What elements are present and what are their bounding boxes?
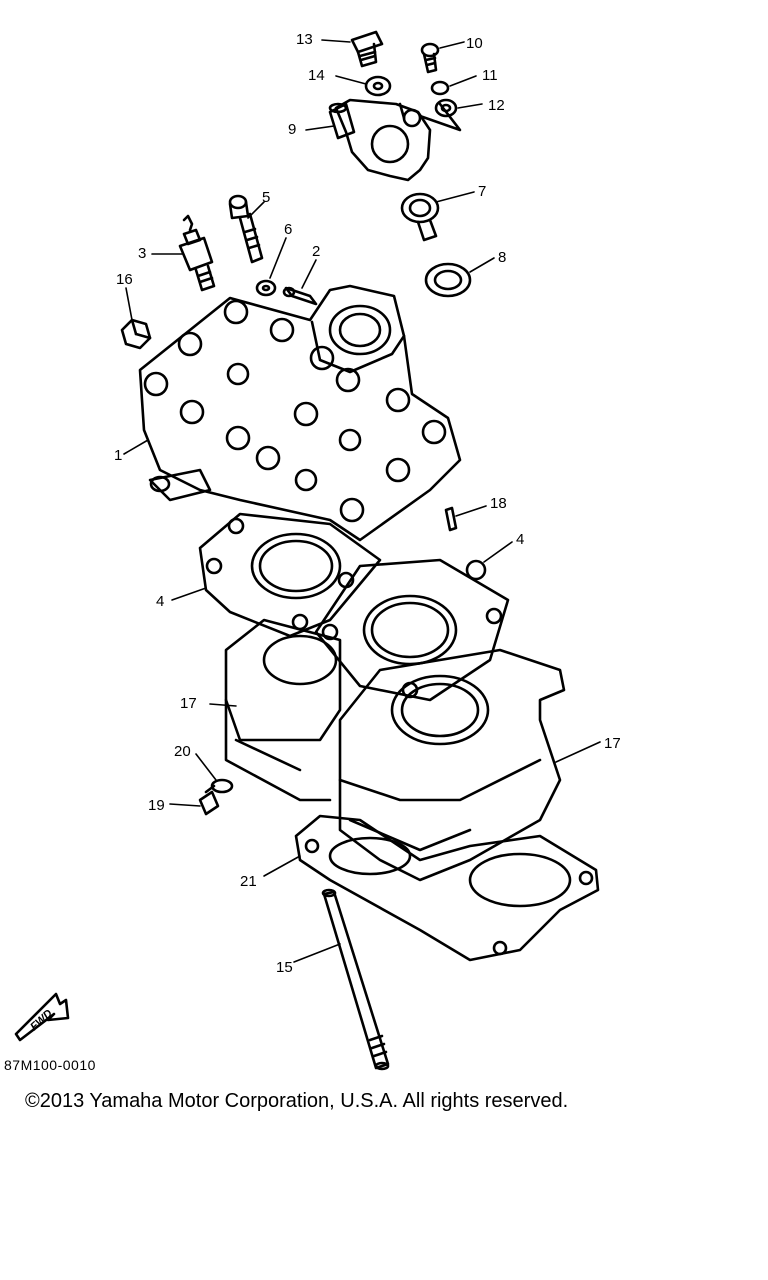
bolt-10-part: [420, 42, 440, 74]
callout-2: 2: [312, 243, 320, 260]
plug-19-part: [198, 784, 220, 816]
callout-4-left: 4: [156, 593, 164, 610]
callout-6: 6: [284, 221, 292, 238]
cylinder-head-1-part: [138, 284, 462, 542]
callout-17-left: 17: [180, 695, 197, 712]
head-gasket-4-right-part: [314, 558, 510, 702]
bolt-13-part: [350, 30, 384, 68]
callout-15: 15: [276, 959, 293, 976]
callout-8: 8: [498, 249, 506, 266]
thermostat-7-part: [400, 192, 440, 242]
callout-14: 14: [308, 67, 325, 84]
callout-18: 18: [490, 495, 507, 512]
callout-3: 3: [138, 245, 146, 262]
callout-9: 9: [288, 121, 296, 138]
callout-4-right: 4: [516, 531, 524, 548]
callout-12: 12: [488, 97, 505, 114]
callout-21: 21: [240, 873, 257, 890]
fwd-arrow-icon: [14, 992, 70, 1042]
callout-7: 7: [478, 183, 486, 200]
callout-17-right: 17: [604, 735, 621, 752]
nut-16-part: [120, 318, 152, 350]
cylinder-17-left-part: [224, 618, 342, 802]
bolt-5-part: [228, 194, 264, 264]
seal-8-part: [424, 262, 472, 298]
callout-16: 16: [116, 271, 133, 288]
cylinder-17-right-part: [338, 648, 566, 882]
callout-labels: 13 10 14 11 12 9 7 5 6 3 2 8 16 1 18 4 4…: [28, 31, 620, 1033]
thermostat-cover-9-part: [328, 98, 462, 182]
callout-10: 10: [466, 35, 483, 52]
copyright-notice: ©2013 Yamaha Motor Corporation, U.S.A. A…: [25, 1090, 569, 1112]
callout-13: 13: [296, 31, 313, 48]
washer-11-part: [430, 80, 450, 96]
pin-2-part: [282, 286, 318, 306]
pin-18-part: [444, 506, 458, 532]
stud-bolt-15-part: [321, 888, 390, 1071]
drawing-code: 87M100-0010: [4, 1057, 96, 1073]
sensor-3-part: [178, 214, 216, 292]
base-gasket-21-part: [294, 814, 600, 962]
leader-lines: [123, 39, 601, 963]
callout-11: 11: [482, 67, 498, 84]
exploded-parts-diagram: 13 10 14 11 12 9 7 5 6 3 2 8 16 1 18 4 4…: [14, 30, 621, 1071]
washer-14-part: [364, 75, 392, 97]
callout-19: 19: [148, 797, 165, 814]
callout-5: 5: [262, 189, 270, 206]
callout-20: 20: [174, 743, 191, 760]
callout-1: 1: [114, 447, 122, 464]
washer-6-part: [255, 279, 277, 297]
